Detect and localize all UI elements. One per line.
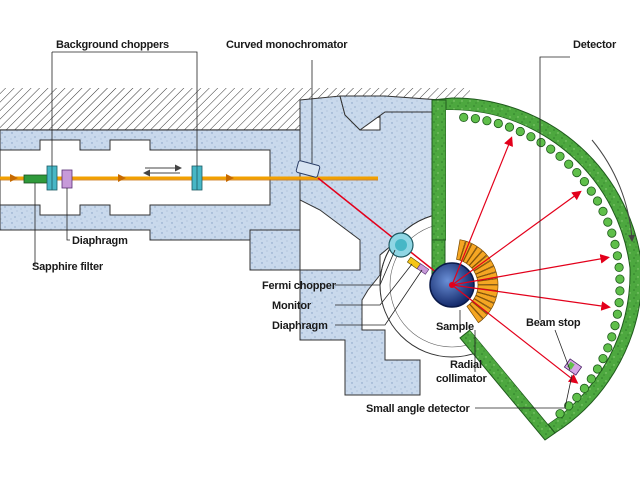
scatter-ray <box>451 190 582 286</box>
beam-arrow-icon <box>10 174 18 182</box>
detector-tube <box>572 168 582 178</box>
label-diaphragm-right: Diaphragm <box>272 320 328 332</box>
detector-tube <box>614 297 624 308</box>
detector-tube <box>564 159 574 169</box>
detector-tube <box>612 309 623 319</box>
collimator-blade <box>471 298 492 315</box>
diaphragm-left-shape <box>61 169 73 189</box>
scatter-ray <box>451 284 579 384</box>
detector-tube <box>614 262 624 272</box>
label-detector: Detector <box>573 39 617 51</box>
detector-tube <box>526 132 536 142</box>
label-radial: Radial <box>450 359 482 371</box>
monochromatic-beam <box>317 177 455 287</box>
label-diaphragm-left: Diaphragm <box>72 235 128 247</box>
detector-tube <box>536 137 546 148</box>
double-arrow-icon <box>143 164 182 177</box>
collimator-blade <box>469 301 488 320</box>
detector-tube <box>579 383 590 393</box>
monochromator-shielding <box>299 95 441 396</box>
sapphire-filter <box>23 174 51 184</box>
detector-tube <box>470 114 480 124</box>
detector-tube <box>546 144 556 154</box>
detector-tube <box>603 343 613 353</box>
label-fermi-chopper: Fermi chopper <box>262 280 337 292</box>
collimator-blade <box>475 265 497 278</box>
beam-arrow-icon <box>226 174 234 182</box>
collimator-blade <box>476 271 498 282</box>
collimator-blade <box>477 278 499 285</box>
label-sample: Sample <box>436 321 474 333</box>
detector-tube <box>493 118 503 129</box>
detector-tube <box>586 374 596 384</box>
detector-tube <box>579 177 590 187</box>
detector-tube <box>610 320 620 331</box>
collimator-blade <box>473 260 495 275</box>
label-background-choppers: Background choppers <box>56 39 169 51</box>
scatter-rays <box>451 136 611 384</box>
label-collimator: collimator <box>436 373 487 385</box>
label-beam-stop: Beam stop <box>526 317 581 329</box>
detector-tube <box>555 151 565 161</box>
detector-tube <box>504 122 515 132</box>
beam-arrow-icon <box>118 174 126 182</box>
label-small-angle-detector: Small angle detector <box>366 403 471 415</box>
detector-tube <box>615 286 625 296</box>
detector-tube <box>603 217 613 227</box>
scatter-ray <box>451 284 611 311</box>
detector-tube <box>572 392 582 402</box>
detector-tube <box>612 251 623 261</box>
label-monitor: Monitor <box>272 300 312 312</box>
collimator-blade <box>462 243 478 264</box>
curved-monochromator <box>295 160 321 178</box>
detector-tube <box>610 239 620 249</box>
detector-tube <box>598 206 608 216</box>
scatter-ray <box>451 254 610 286</box>
background-chopper-1 <box>46 165 58 191</box>
scatter-ray <box>451 136 513 286</box>
background-chopper-2 <box>191 165 203 191</box>
collimator-blade <box>466 303 484 324</box>
label-curved-monochromator: Curved monochromator <box>226 39 348 51</box>
detector-tube <box>592 364 603 374</box>
collimator-blade <box>477 284 499 291</box>
fermi-chopper <box>388 232 414 258</box>
detector-tube <box>592 196 603 206</box>
collimator-blade <box>468 250 488 269</box>
detector-tube <box>607 228 617 238</box>
collimator-blade <box>466 246 483 266</box>
leader-lines <box>34 51 573 409</box>
collimator-blade <box>456 239 466 261</box>
detector-tube <box>615 274 625 284</box>
detector-tube <box>598 353 608 364</box>
collimator-blade <box>473 295 495 310</box>
collimator-blade <box>475 291 497 304</box>
detector-tube <box>482 116 492 126</box>
detector-tube <box>607 332 617 342</box>
detector-tube <box>555 409 565 419</box>
curved-arrow-icon <box>591 139 636 242</box>
detector-tube <box>564 401 574 411</box>
label-sapphire-filter: Sapphire filter <box>32 261 104 273</box>
detector-tube <box>586 186 596 196</box>
detector-tubes <box>459 112 625 419</box>
detector-tube <box>459 112 469 123</box>
detector-tube <box>515 126 525 137</box>
